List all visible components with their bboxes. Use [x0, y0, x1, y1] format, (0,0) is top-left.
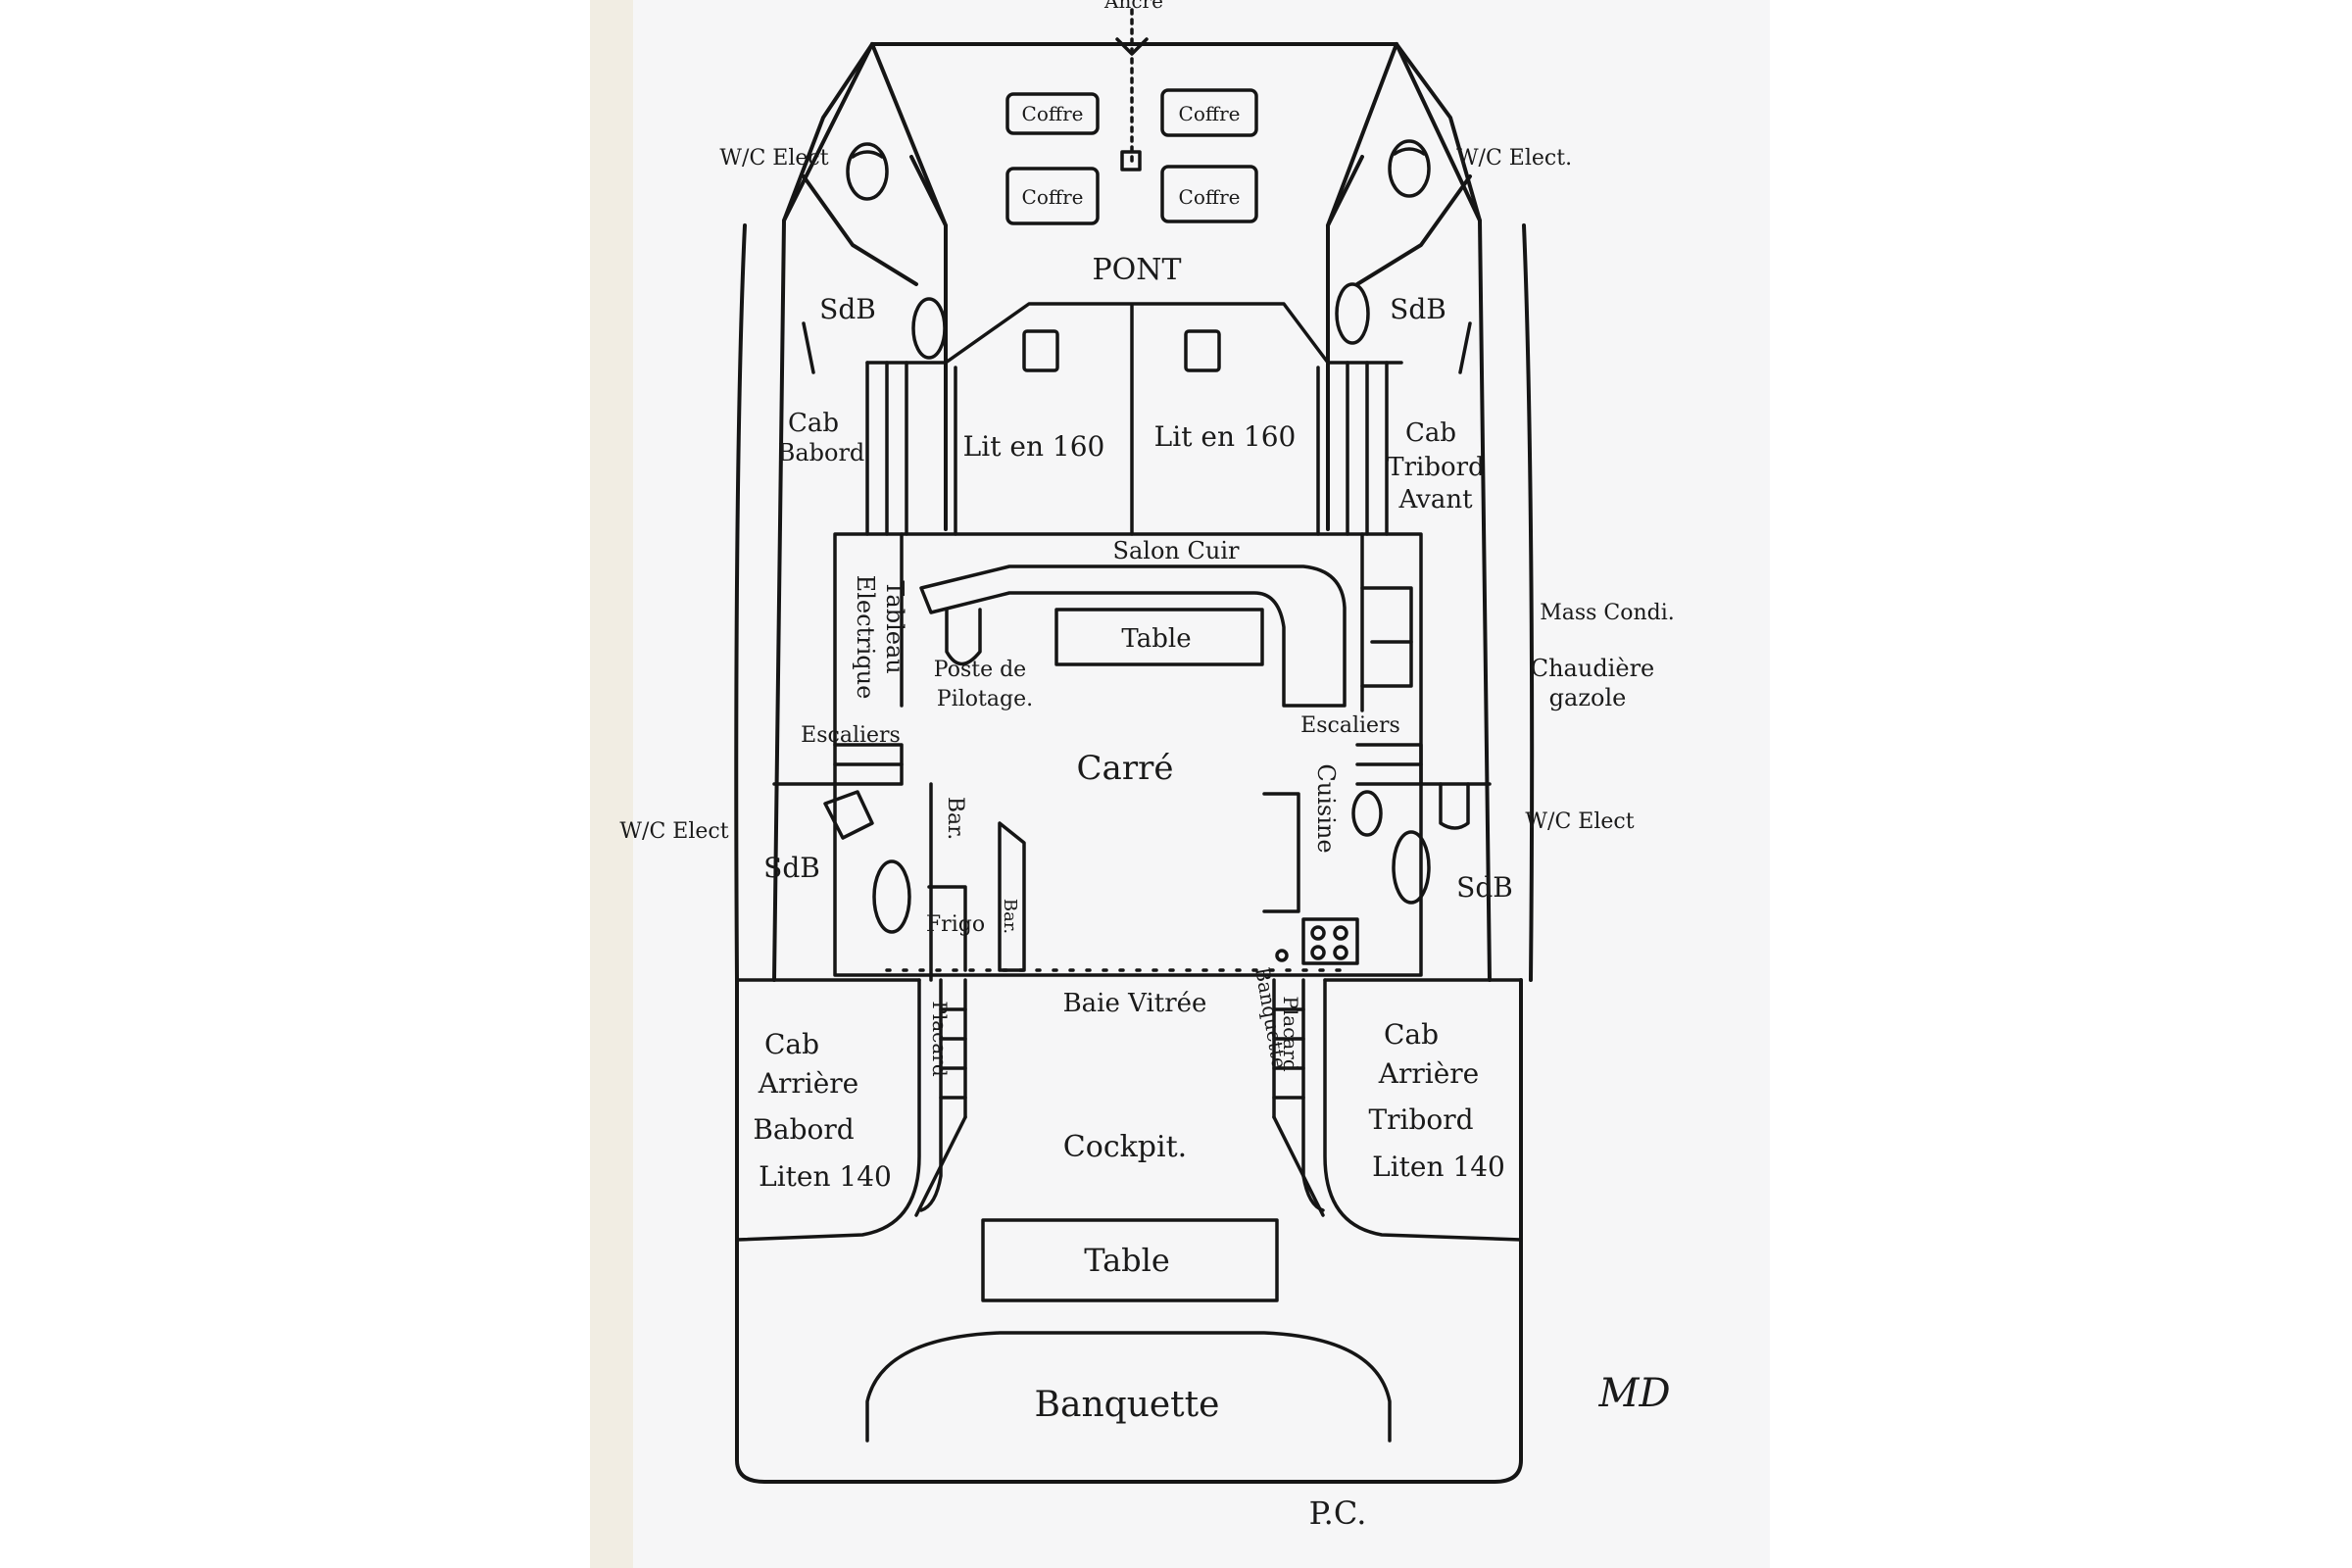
label-cuisine: Cuisine: [1312, 763, 1340, 853]
label-chaudiere: Chaudière: [1531, 655, 1655, 682]
label-pont: PONT: [1092, 253, 1181, 287]
label-wc-aft-left: W/C Elect: [619, 819, 728, 844]
salon-table-rect: [1054, 608, 1264, 666]
label-cab-tribord-1: Cab: [1405, 418, 1456, 448]
bow-deck: [1005, 8, 1258, 225]
label-electrique: Electrique: [852, 575, 879, 700]
label-sdb-front-right: SdB: [1390, 293, 1446, 325]
coffre-box-4: [1160, 165, 1258, 223]
label-wc-front-right: W/C Elect.: [1456, 146, 1572, 171]
label-placard-right: Placard: [1279, 996, 1302, 1071]
label-tableau: Tableau: [881, 580, 908, 673]
label-wc-front-left: W/C Elect: [719, 146, 828, 171]
label-cab-arriere-tribord-4: Liten 140: [1372, 1151, 1505, 1183]
label-bar-1: Bar.: [943, 797, 967, 840]
label-salon-table: Table: [1121, 624, 1191, 654]
plan-labels: Ancre Coffre Coffre Coffre Coffre PONT W…: [619, 0, 1674, 1532]
forward-cabins: [802, 139, 1472, 536]
label-baie-vitree: Baie Vitrée: [1063, 989, 1207, 1018]
label-cab-arriere-babord-3: Babord: [753, 1113, 854, 1146]
hull-outline: [734, 42, 1535, 1484]
label-cab-tribord-2: Tribord: [1387, 453, 1484, 482]
label-cab-arriere-tribord-1: Cab: [1384, 1018, 1439, 1051]
label-coffre-3: Coffre: [1022, 185, 1084, 209]
coffre-box-3: [1005, 167, 1100, 225]
label-bar-2: Bar.: [1000, 899, 1020, 934]
label-lit-160-left: Lit en 160: [963, 430, 1105, 463]
coffre-box-1: [1005, 92, 1100, 135]
label-wc-aft-right: W/C Elect: [1525, 809, 1634, 834]
label-cab-arriere-babord-4: Liten 140: [759, 1160, 892, 1193]
label-coffre-2: Coffre: [1179, 102, 1241, 125]
label-cab-arriere-tribord-2: Arrière: [1378, 1057, 1479, 1090]
label-escaliers-right: Escaliers: [1300, 713, 1400, 738]
label-banquette: Banquette: [1035, 1385, 1220, 1425]
label-escaliers-left: Escaliers: [801, 723, 901, 748]
label-cab-babord-1: Cab: [788, 409, 839, 438]
label-cab-arriere-babord-2: Arrière: [758, 1067, 858, 1100]
label-carre: Carré: [1077, 749, 1174, 788]
label-sdb-aft-left: SdB: [763, 852, 820, 884]
aft-cabins: [735, 978, 1523, 1443]
label-salon-cuir: Salon Cuir: [1113, 537, 1240, 564]
label-lit-160-right: Lit en 160: [1154, 420, 1297, 453]
label-poste: Poste de: [934, 658, 1026, 682]
banquette-arch: [865, 1331, 1392, 1443]
signature-pc: P.C.: [1309, 1494, 1367, 1532]
signature-md: MD: [1597, 1371, 1670, 1416]
label-coffre-4: Coffre: [1179, 185, 1241, 209]
label-cockpit: Cockpit.: [1063, 1130, 1187, 1164]
label-anchor: Ancre: [1103, 0, 1163, 13]
label-cockpit-table: Table: [1084, 1242, 1170, 1279]
label-sdb-front-left: SdB: [819, 293, 876, 325]
cockpit-table-rect: [981, 1218, 1279, 1302]
coffre-box-2: [1160, 88, 1258, 137]
label-sdb-aft-right: SdB: [1456, 871, 1513, 904]
label-frigo: Frigo: [926, 912, 985, 937]
salon-carre: [772, 532, 1492, 982]
label-cab-arriere-babord-1: Cab: [764, 1028, 819, 1060]
label-gazole: gazole: [1549, 684, 1627, 711]
label-pilotage: Pilotage.: [937, 687, 1033, 711]
label-mass-condi: Mass Condi.: [1540, 601, 1675, 625]
label-placard-left: Placard: [928, 1001, 952, 1076]
label-cab-arriere-tribord-3: Tribord: [1368, 1103, 1473, 1136]
label-cab-tribord-3: Avant: [1397, 485, 1473, 514]
stern-outline: [735, 978, 1523, 1484]
hull-left-outer: [772, 42, 874, 982]
label-cab-babord-2: Babord: [778, 439, 865, 466]
label-coffre-1: Coffre: [1022, 102, 1084, 125]
paper-edge: [590, 0, 633, 1568]
salon-sofa: [919, 564, 1347, 708]
